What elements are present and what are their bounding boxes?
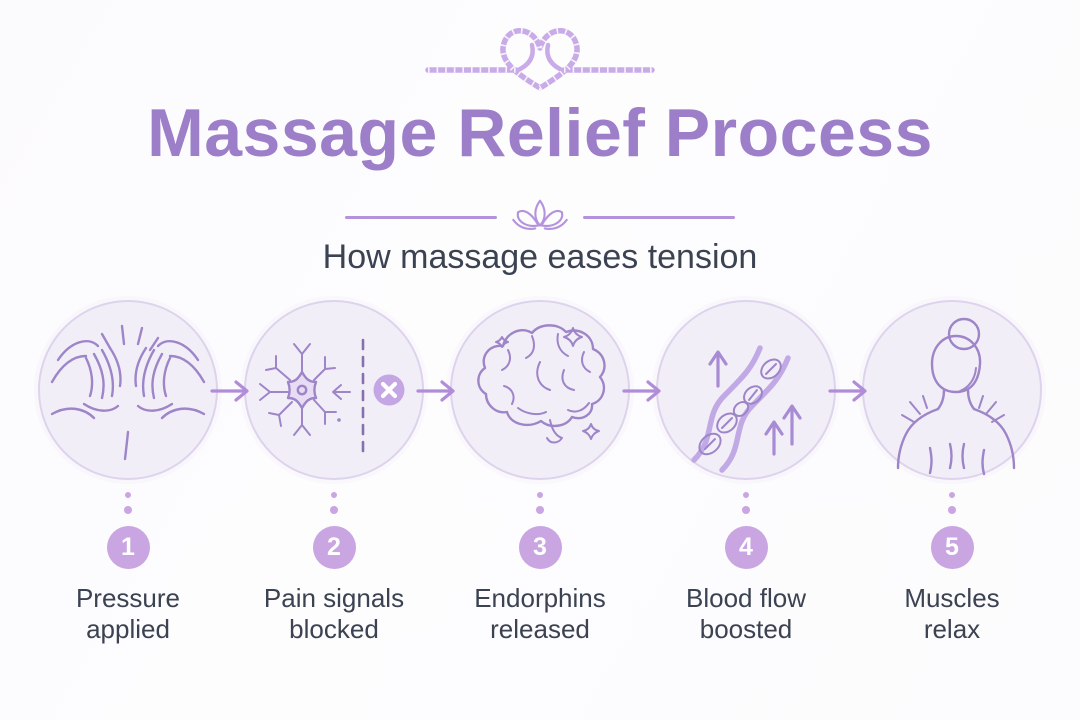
blood-vessel-icon [691,345,802,473]
step-footer-5: 5 Muscles relax [849,492,1055,644]
connector-dot [742,506,750,514]
step-number-badge: 4 [724,526,768,569]
connector-dot [743,492,749,498]
relaxed-back-icon [896,317,1016,476]
page-title: Massage Relief Process [147,95,933,171]
step-number-badge: 5 [930,526,974,569]
step-label: Muscles relax [904,583,1000,644]
flow-arrow-icon [210,380,249,402]
step-footer-4: 4 Blood flow boosted [643,492,849,644]
step-circle-5 [862,300,1042,480]
step-number-badge: 2 [312,526,356,569]
step-label: Endorphins released [474,583,606,644]
connector-dot [536,506,544,514]
divider-line-right [583,215,735,219]
lotus-icon [512,199,568,230]
connector-dot [537,492,543,498]
step-label: Blood flow boosted [686,583,806,644]
step-circle-1 [38,300,218,480]
step-footer-3: 3 Endorphins released [437,492,643,644]
massage-hands-icon [50,324,206,461]
connector-dot [125,492,131,498]
neuron-blocked-icon [259,338,405,454]
connector-dot [124,506,132,514]
step-circle-3 [450,300,630,480]
step-number-badge: 1 [106,526,150,569]
flow-arrow-icon [622,380,661,402]
brain-icon [477,324,606,444]
flow-arrow-icon [416,380,455,402]
page-subtitle: How massage eases tension [322,238,758,276]
divider [0,196,1080,238]
connector-dot [949,492,955,498]
step-label: Pressure applied [75,583,181,644]
step-label: Pain signals blocked [263,583,405,644]
divider-line-left [345,215,497,219]
step-footer-1: 1 Pressure applied [25,492,231,644]
connector-dot [948,506,956,514]
flow-arrow-icon [828,380,867,402]
connector-dot [330,506,338,514]
rope-heart-knot-icon [425,28,655,92]
step-footer-2: 2 Pain signals blocked [231,492,437,644]
step-circle-4 [656,300,836,480]
step-number-badge: 3 [518,526,562,569]
connector-dot [331,492,337,498]
step-circle-2 [244,300,424,480]
